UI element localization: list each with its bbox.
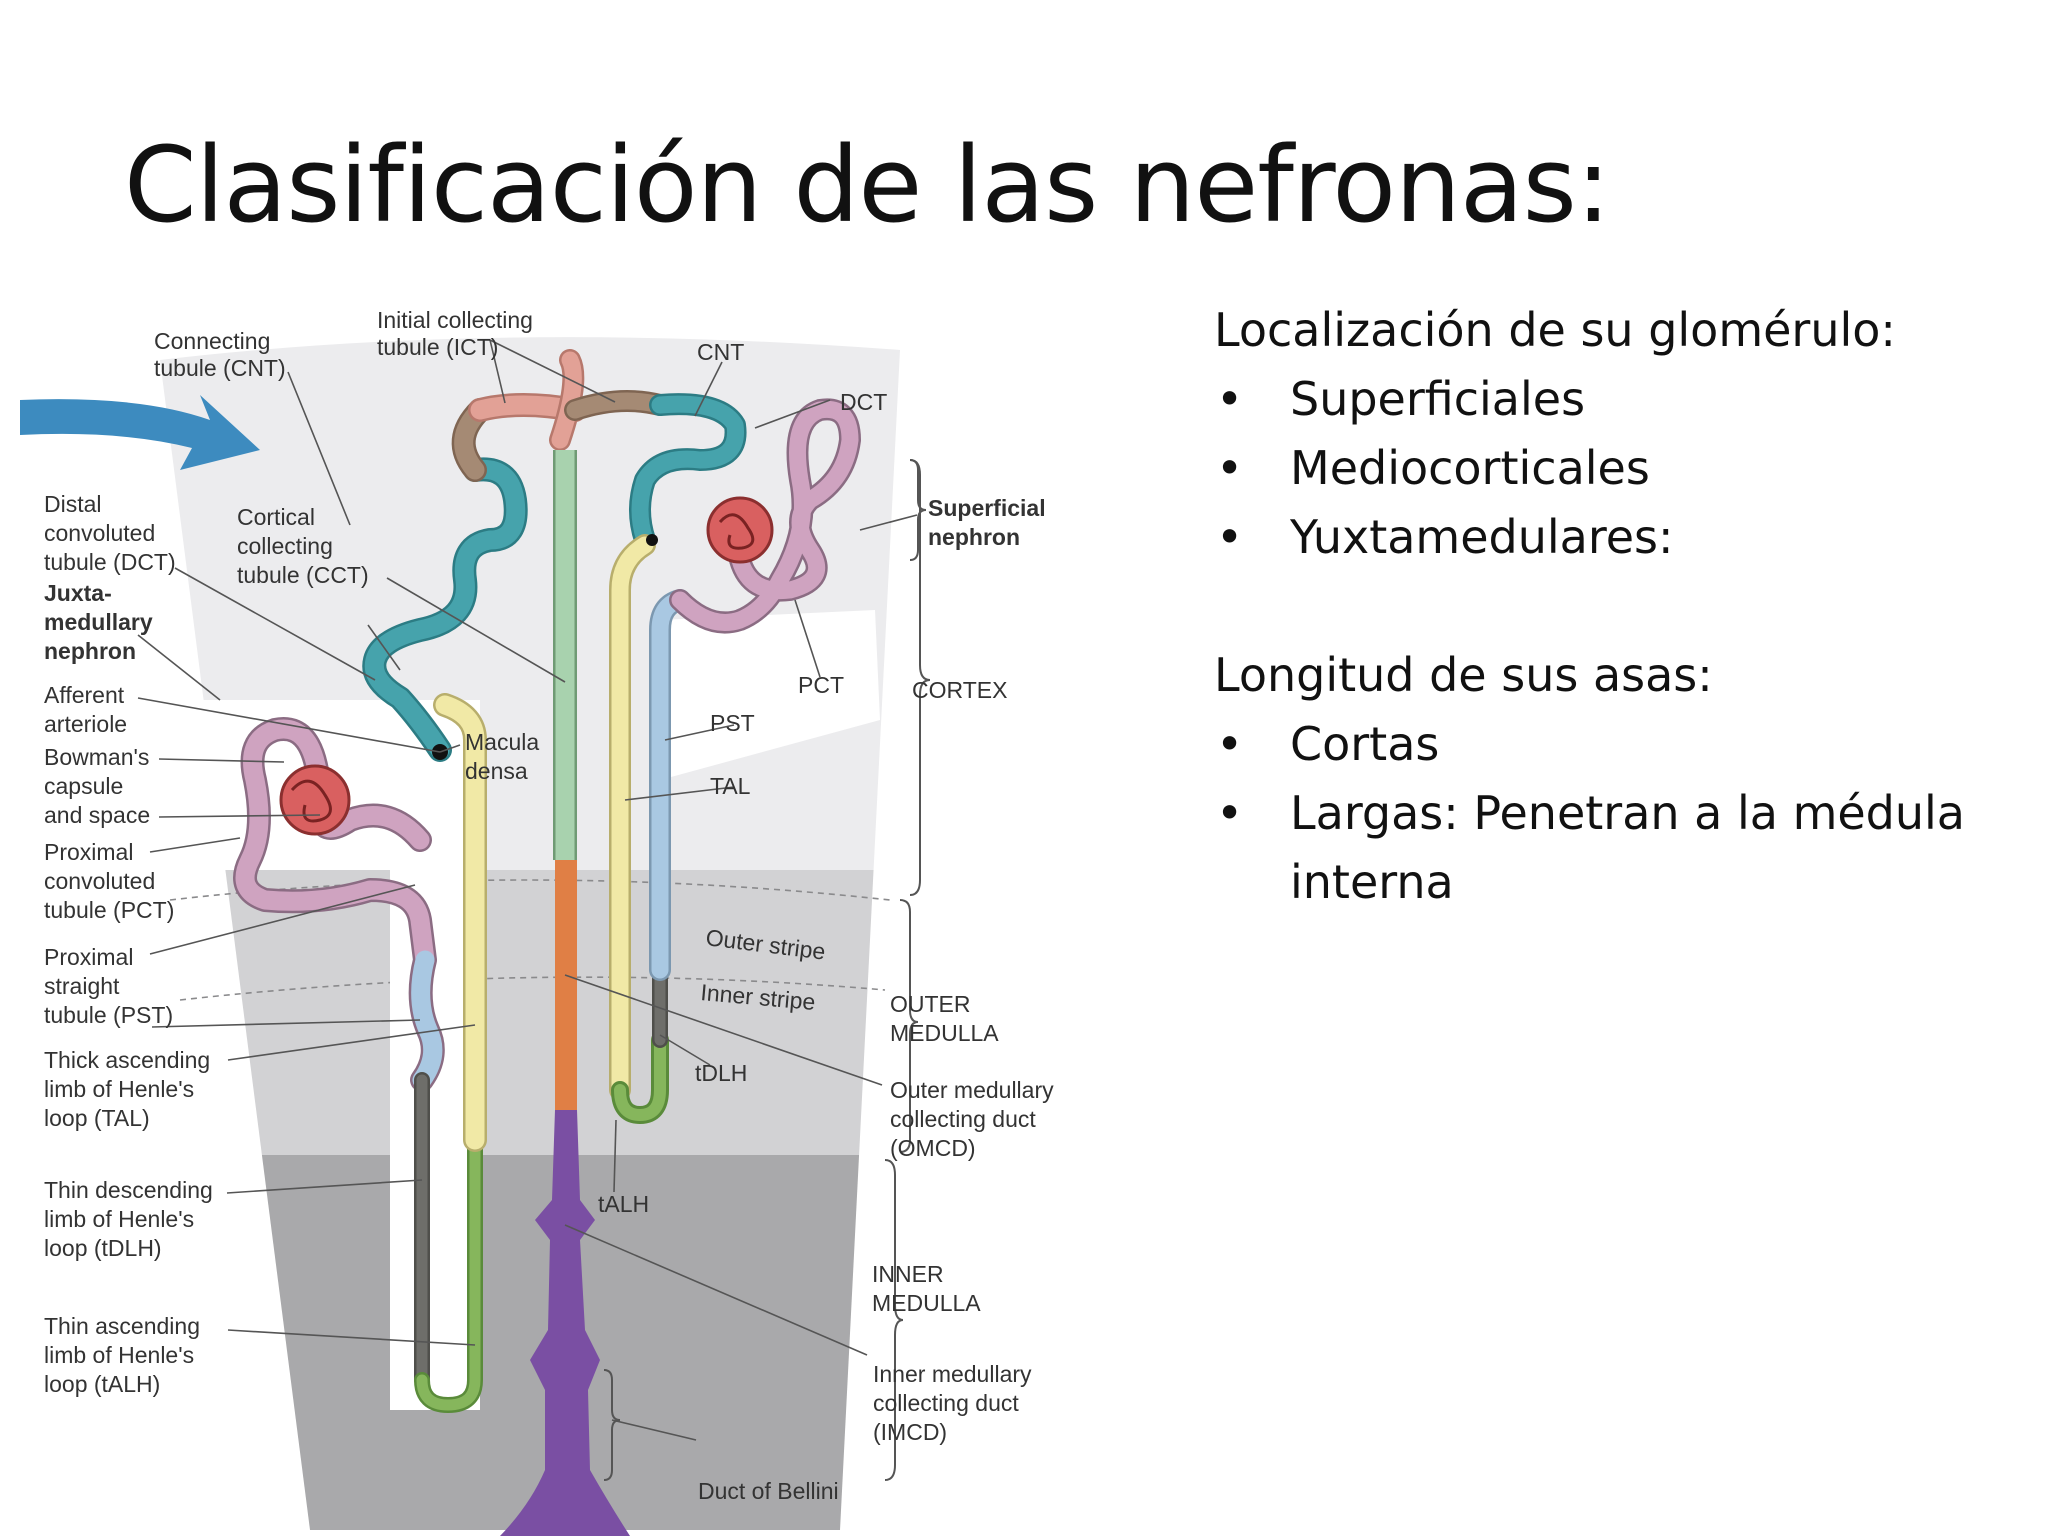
leader-lines xyxy=(137,339,918,1441)
list-item-largas: Largas: Penetran a la médula interna xyxy=(1214,779,2014,917)
list-item-superficiales: Superficiales xyxy=(1214,365,2014,434)
slide-title: Clasificación de las nefronas: xyxy=(124,124,1611,246)
stripe-boundary xyxy=(179,976,886,1001)
inner-medulla-brace xyxy=(884,1159,904,1481)
juxta-glomerulus xyxy=(279,764,351,836)
superficial-highlight xyxy=(660,610,880,780)
label-pst: PST xyxy=(710,710,755,736)
arrow-icon xyxy=(20,395,260,470)
label-talh: tALH xyxy=(598,1191,649,1217)
superficial-brace xyxy=(909,459,927,561)
label-cnt: CNT xyxy=(697,339,744,365)
heading-glomerulus-location: Localización de su glomérulo: xyxy=(1214,303,1896,357)
label-tdlh: tDLH xyxy=(695,1060,747,1086)
list-loop-length: Cortas Largas: Penetran a la médula inte… xyxy=(1214,710,2014,917)
superficial-glomerulus xyxy=(706,496,774,564)
outer-medulla-zone xyxy=(160,870,900,1155)
label-dct: DCT xyxy=(840,389,887,415)
label-tal: TAL xyxy=(710,773,751,799)
collecting-duct xyxy=(549,349,585,1110)
list-item-cortas: Cortas xyxy=(1214,710,2014,779)
juxtamedullary-highlight xyxy=(200,700,480,1410)
bellini-brace xyxy=(603,1369,621,1481)
label-duct-of-bellini: Duct of Bellini xyxy=(698,1478,839,1504)
heading-loop-length: Longitud de sus asas: xyxy=(1214,648,1713,702)
text-panel: Localización de su glomérulo: Superficia… xyxy=(1214,296,2014,917)
imcd-purple xyxy=(500,1110,630,1536)
label-cortex: CORTEX xyxy=(912,677,1007,703)
outer-medulla-brace xyxy=(899,899,919,1153)
list-item-mediocorticales: Mediocorticales xyxy=(1214,434,2014,503)
list-item-yuxtamedulares: Yuxtamedulares: xyxy=(1214,503,2014,572)
label-pct: PCT xyxy=(798,672,844,698)
cortex-brace xyxy=(909,459,931,896)
superficial-macula-mark xyxy=(646,534,658,546)
section-gap xyxy=(1214,572,2014,641)
list-glomerulus-location: Superficiales Mediocorticales Yuxtamedul… xyxy=(1214,365,2014,572)
superficial-tubules xyxy=(564,390,861,1124)
